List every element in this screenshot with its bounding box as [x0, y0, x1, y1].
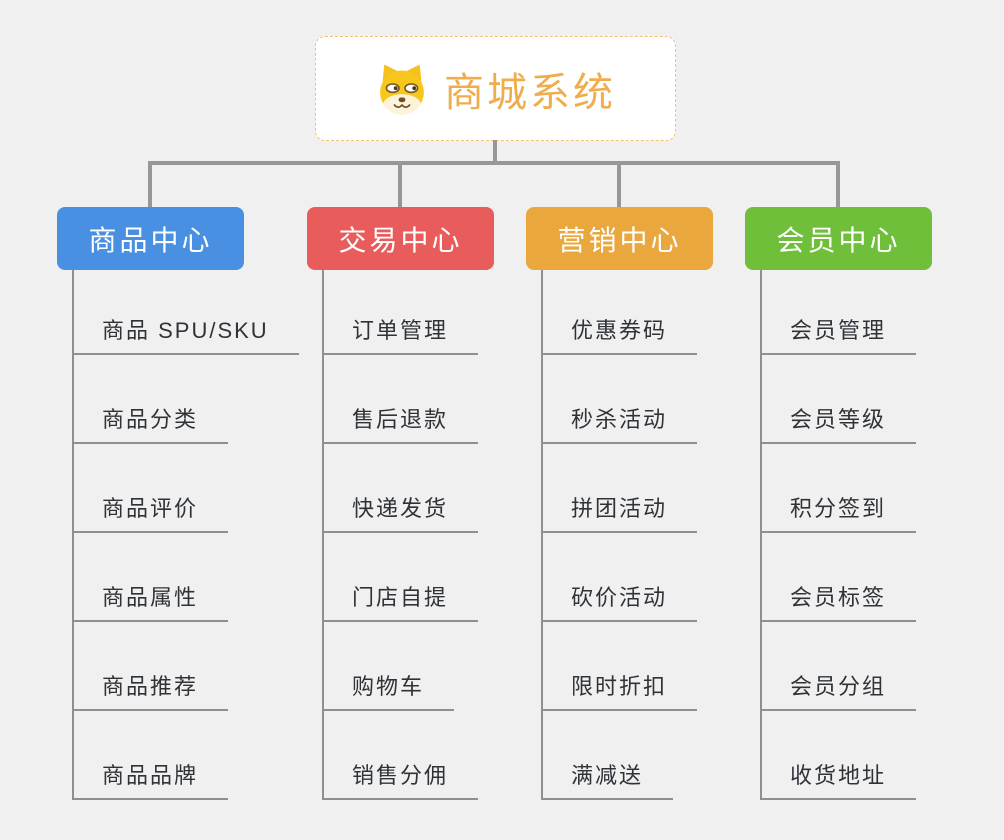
tree-node-item[interactable]: 商品品牌: [72, 762, 229, 800]
tree-node-item[interactable]: 门店自提: [322, 584, 479, 622]
tree-node-item[interactable]: 商品 SPU/SKU: [72, 317, 299, 355]
tree-node-item[interactable]: 积分签到: [760, 495, 917, 533]
tree-node-item[interactable]: 商品属性: [72, 584, 229, 622]
connector-drop-member-center: [836, 161, 840, 207]
tree-node-item[interactable]: 会员标签: [760, 584, 917, 622]
root-node[interactable]: 商城系统: [315, 36, 676, 141]
branch-header-trade-center[interactable]: 交易中心: [307, 207, 494, 270]
branch-trade-center: 交易中心 订单管理 售后退款 快递发货 门店自提 购物车 销售分佣: [307, 207, 569, 817]
branch-header-member-center[interactable]: 会员中心: [745, 207, 932, 270]
tree-node-item[interactable]: 会员等级: [760, 406, 917, 444]
tree-node-item[interactable]: 快递发货: [322, 495, 479, 533]
tree-node-item[interactable]: 收货地址: [760, 762, 917, 800]
tree-node-item[interactable]: 拼团活动: [541, 495, 698, 533]
connector-drop-marketing-center: [617, 161, 621, 207]
tree-node-item[interactable]: 商品评价: [72, 495, 229, 533]
branch-header-marketing-center[interactable]: 营销中心: [526, 207, 713, 270]
branch-spine: [541, 270, 543, 800]
branch-marketing-center: 营销中心 优惠券码 秒杀活动 拼团活动 砍价活动 限时折扣 满减送: [526, 207, 788, 817]
branch-spine: [760, 270, 762, 800]
connector-drop-product-center: [148, 161, 152, 207]
tree-node-item[interactable]: 销售分佣: [322, 762, 479, 800]
connector-trunk: [148, 161, 840, 165]
branch-member-center: 会员中心 会员管理 会员等级 积分签到 会员标签 会员分组 收货地址: [745, 207, 1004, 817]
root-title: 商城系统: [444, 70, 616, 115]
branch-product-center: 商品中心 商品 SPU/SKU 商品分类 商品评价 商品属性 商品推荐 商品品牌: [57, 207, 319, 817]
tree-node-item[interactable]: 满减送: [541, 762, 674, 800]
tree-node-item[interactable]: 售后退款: [322, 406, 479, 444]
connector-root-stub: [493, 140, 497, 163]
tree-node-item[interactable]: 会员管理: [760, 317, 917, 355]
tree-node-item[interactable]: 订单管理: [322, 317, 479, 355]
doge-face-icon: [380, 64, 424, 114]
branch-spine: [72, 270, 74, 800]
tree-node-item[interactable]: 砍价活动: [541, 584, 698, 622]
tree-node-item[interactable]: 商品推荐: [72, 673, 229, 711]
tree-node-item[interactable]: 优惠券码: [541, 317, 698, 355]
branch-spine: [322, 270, 324, 800]
tree-node-item[interactable]: 商品分类: [72, 406, 229, 444]
tree-node-item[interactable]: 会员分组: [760, 673, 917, 711]
tree-node-item[interactable]: 秒杀活动: [541, 406, 698, 444]
connector-drop-trade-center: [398, 161, 402, 207]
tree-node-item[interactable]: 限时折扣: [541, 673, 698, 711]
tree-node-item[interactable]: 购物车: [322, 673, 455, 711]
branch-header-product-center[interactable]: 商品中心: [57, 207, 244, 270]
